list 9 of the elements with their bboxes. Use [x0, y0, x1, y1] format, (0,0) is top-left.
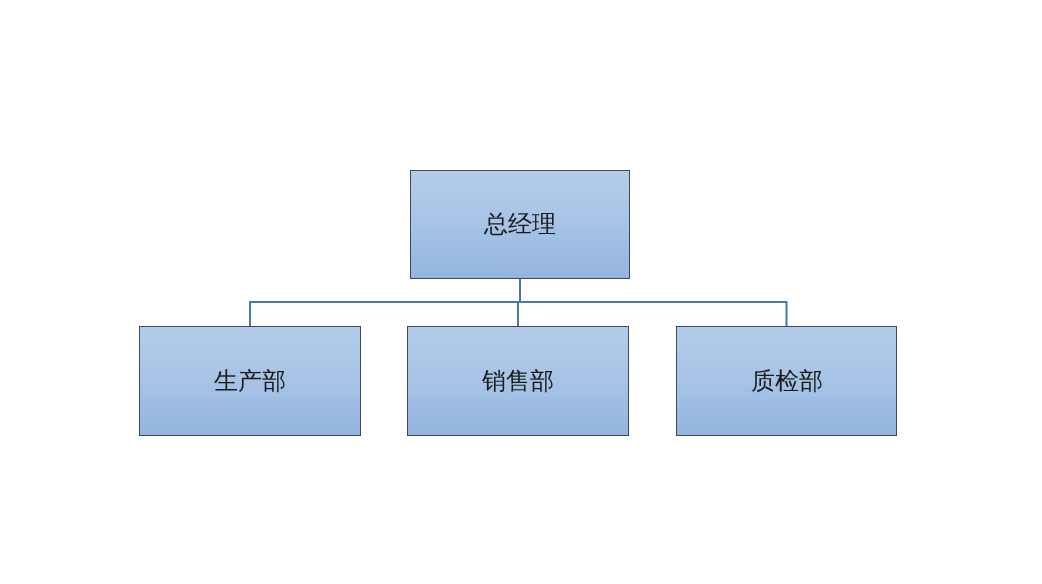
org-box [407, 326, 629, 436]
node-label: 销售部 [482, 366, 554, 396]
org-box [410, 170, 630, 279]
org-box [139, 326, 361, 436]
node-label: 生产部 [214, 366, 286, 396]
connector-line [519, 278, 788, 327]
org-box [676, 326, 897, 436]
node-label: 总经理 [484, 210, 556, 239]
node-label: 质检部 [750, 366, 823, 396]
